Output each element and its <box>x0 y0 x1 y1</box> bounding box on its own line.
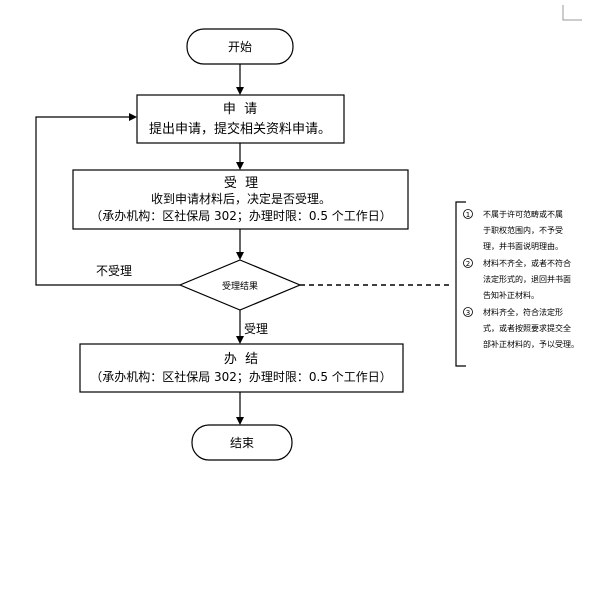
arrowhead-apply <box>236 87 244 95</box>
arrowhead-handle <box>236 336 244 344</box>
note2-number-glyph: 2 <box>466 260 470 268</box>
corner-mark <box>562 5 582 21</box>
handle-title: 办 结 <box>224 352 258 367</box>
note2-line1: 材料不齐全，或者不符合 <box>483 258 571 268</box>
arrowhead-end <box>236 417 244 425</box>
note1-line2: 于职权范围内，不予受 <box>483 225 563 235</box>
handle-box <box>79 343 404 393</box>
accept-title: 受 理 <box>224 176 258 191</box>
note3-line3: 部补正材料的，予以受理。 <box>483 339 579 349</box>
end-terminal <box>191 424 293 461</box>
note1-line1: 不属于许可范畴或不属 <box>483 209 563 219</box>
accept-line2: （承办机构：区社保局 302；办理时限：0.5 个工作日） <box>90 208 392 223</box>
apply-body: 提出申请，提交相关资料申请。 <box>149 121 331 137</box>
note2-line2: 法定形式的，退回并书面 <box>483 274 571 284</box>
notes-bracket <box>455 201 466 367</box>
note3-number-icon <box>463 307 473 317</box>
decision-label: 受理结果 <box>222 280 258 292</box>
reject-label: 不受理 <box>96 264 132 278</box>
note1-number-icon <box>463 209 473 219</box>
handle-body: （承办机构：区社保局 302；办理时限：0.5 个工作日） <box>90 369 392 384</box>
arrowhead-accept <box>236 162 244 170</box>
start-label: 开始 <box>228 40 252 54</box>
accept-label: 受理 <box>244 322 268 336</box>
end-label: 结束 <box>230 436 254 450</box>
reject-loop-line <box>35 116 180 286</box>
note1-line3: 理，并书面说明理由。 <box>483 241 563 251</box>
note1-number-glyph: 1 <box>466 211 470 219</box>
apply-title: 申 请 <box>223 102 257 117</box>
apply-box <box>136 94 345 144</box>
note3-number-glyph: 3 <box>466 309 470 317</box>
arrowhead-decision <box>236 252 244 260</box>
note3-line1: 材料齐全，符合法定形 <box>483 307 563 317</box>
accept-line1: 收到申请材料后，决定是否受理。 <box>151 191 331 206</box>
note3-line2: 式，或者按照要求提交全 <box>483 323 571 333</box>
arrowhead-reject <box>129 113 137 121</box>
note2-number-icon <box>463 258 473 268</box>
note2-line3: 告知补正材料。 <box>483 290 539 300</box>
